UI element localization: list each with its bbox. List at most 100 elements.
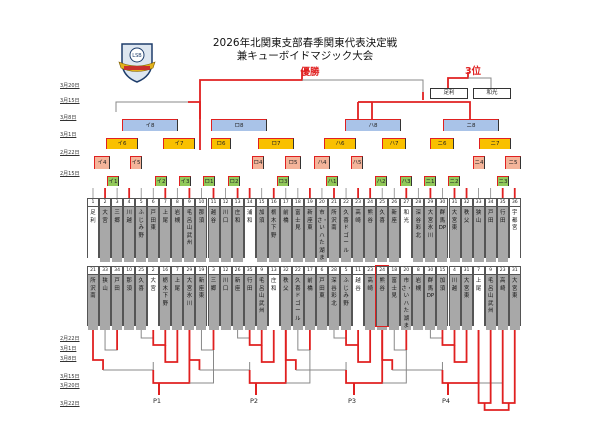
team-name: 岩槻 xyxy=(172,207,183,262)
bracket-line-1 xyxy=(302,79,424,92)
bracket-line-60 xyxy=(237,327,250,339)
match-box-32: ニ3 xyxy=(497,176,509,186)
team-number: 29 xyxy=(184,267,195,275)
team-number: 13 xyxy=(232,199,243,207)
bracket-line-51 xyxy=(152,327,167,346)
team-name: 川越 xyxy=(449,275,460,330)
bracket-line-58 xyxy=(200,327,214,351)
team-number: 14 xyxy=(244,199,255,207)
bottom-date-label: 3月15日 xyxy=(60,374,80,380)
match-box-22: イ2 xyxy=(155,176,167,186)
team-number: 20 xyxy=(316,199,327,207)
bracket-line-89 xyxy=(483,403,510,411)
league-logo: LSB xyxy=(116,40,158,84)
team-number: 29 xyxy=(425,199,436,207)
team-number: 9 xyxy=(256,267,267,275)
team-number: 33 xyxy=(100,267,111,275)
team-name: 新座 xyxy=(232,275,243,330)
team-name: 毛呂山武州 xyxy=(256,275,267,330)
team-number: 28 xyxy=(413,199,424,207)
team-name: 高崎 xyxy=(365,275,376,330)
page-subtitle: 兼キューボイドマジック大会 xyxy=(236,50,374,62)
match-box-7: ロ6 xyxy=(211,138,231,149)
team-number: 7 xyxy=(172,267,183,275)
team-number: 33 xyxy=(473,199,484,207)
team-name: 足利 xyxy=(88,207,98,262)
team-name: 上尾 xyxy=(160,207,171,262)
match-box-15: ロ4 xyxy=(252,156,264,169)
team-number: 32 xyxy=(461,199,472,207)
top-date-label: 3月15日 xyxy=(60,98,80,104)
bracket-line-70 xyxy=(333,327,347,339)
team-name: 越谷 xyxy=(208,207,219,262)
team-number: 31 xyxy=(461,267,472,275)
match-box-9: ハ6 xyxy=(324,138,356,149)
team-number: 8 xyxy=(172,199,183,207)
match-box-23: イ3 xyxy=(179,176,191,186)
third-place-label: 3位 xyxy=(464,66,482,77)
bracket-line-48 xyxy=(104,327,118,351)
team-name: 岩槻 xyxy=(413,275,424,330)
team-number: 17 xyxy=(280,199,291,207)
match-box-16: ロ5 xyxy=(285,156,301,169)
top-date-label: 3月20日 xyxy=(60,83,80,89)
team-number: 36 xyxy=(509,199,520,207)
team-name: 栃木下野 xyxy=(268,207,279,262)
team-number: 24 xyxy=(365,199,376,207)
bracket-line-81 xyxy=(441,327,456,346)
team-name: 大宮東 xyxy=(449,207,460,262)
team-number: 25 xyxy=(136,267,147,275)
match-box-30: ニ1 xyxy=(424,176,436,186)
match-box-25: ロ2 xyxy=(228,176,240,186)
team-number: 2 xyxy=(100,199,111,207)
svg-text:LSB: LSB xyxy=(132,53,142,59)
team-number: 21 xyxy=(329,199,339,207)
team-name: 大宮東 xyxy=(509,275,520,330)
match-box-3: ハ8 xyxy=(345,119,401,131)
team-name: 群馬DP xyxy=(437,207,448,262)
team-name: 大宮東 xyxy=(461,275,472,330)
team-number: 15 xyxy=(256,199,267,207)
team-name: 三郷 xyxy=(112,207,123,262)
team-number: 34 xyxy=(485,199,496,207)
team-number: 9 xyxy=(184,199,195,207)
team-number: 7 xyxy=(473,267,484,275)
bracket-line-9 xyxy=(447,72,469,88)
team-number: 18 xyxy=(389,267,400,275)
team-number: 20 xyxy=(401,267,412,275)
team-number: 1 xyxy=(88,199,98,207)
team-name: 庄和 xyxy=(232,207,243,262)
team-name: 浦和 xyxy=(244,207,255,262)
team-number: 16 xyxy=(160,267,171,275)
team-number: 5 xyxy=(341,267,352,275)
match-box-6: イ7 xyxy=(163,138,195,149)
match-box-21: イ1 xyxy=(107,176,119,186)
match-box-5: イ6 xyxy=(106,138,138,149)
bracket-line-80 xyxy=(429,327,443,339)
match-box-12: ニ7 xyxy=(479,138,511,149)
match-box-27: ハ1 xyxy=(326,176,338,186)
match-box-2: ロ8 xyxy=(211,119,267,131)
team-name: 川越 xyxy=(124,207,135,262)
